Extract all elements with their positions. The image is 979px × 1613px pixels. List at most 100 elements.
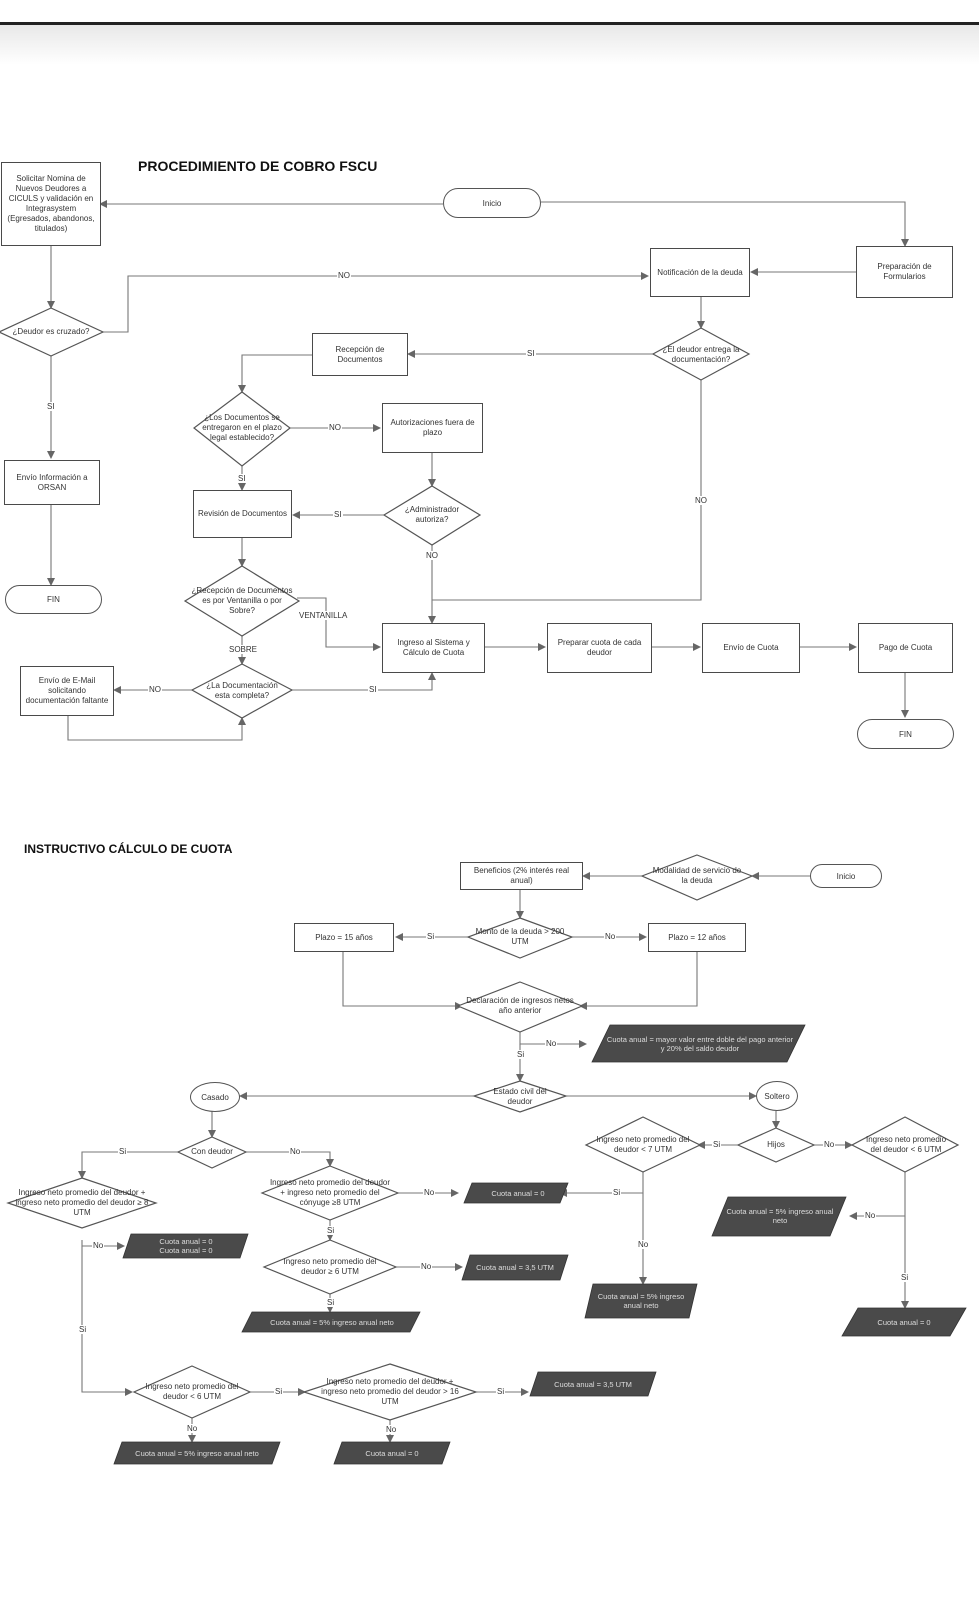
label-si-entrega: SI bbox=[526, 349, 536, 358]
text-cuota00: Cuota anual = 0 Cuota anual = 0 bbox=[159, 1237, 213, 1255]
para-cuota00 bbox=[122, 1233, 249, 1259]
text-menor6-b: Ingreso neto promedio del deudor < 6 UTM bbox=[145, 1382, 239, 1401]
para-cuota-mayor bbox=[591, 1024, 806, 1063]
procedure-title: PROCEDIMIENTO DE COBRO FSCU bbox=[138, 158, 378, 174]
edge2-menor6s-no bbox=[849, 1172, 906, 1220]
node-revision-documentos: Revisión de Documentos bbox=[193, 490, 292, 538]
diamond-con-deudor bbox=[176, 1136, 248, 1169]
text-menor6-s: Ingreso neto promedio del deudor < 6 UTM bbox=[865, 1135, 947, 1154]
edge2-menor7-si bbox=[559, 1172, 644, 1197]
label2-no-menor6c: No bbox=[420, 1262, 433, 1271]
para-cuota0-b bbox=[333, 1441, 451, 1465]
text-cuota5-h: Cuota anual = 5% ingreso anual neto bbox=[597, 1292, 685, 1310]
text-declaracion: Declaración de ingresos netos año anteri… bbox=[466, 996, 574, 1015]
text-doc-completa: ¿La Documentación esta completa? bbox=[206, 681, 278, 700]
text-entrega-doc: ¿El deudor entrega la documentación? bbox=[662, 345, 740, 364]
label-si-cruzado: SI bbox=[46, 402, 56, 411]
node-pago-cuota: Pago de Cuota bbox=[858, 623, 953, 673]
text-cuota5-b: Cuota anual = 5% ingreso anual neto bbox=[135, 1448, 259, 1458]
text-plazo-legal: ¿Los Documentos se entregaron en el plaz… bbox=[202, 413, 282, 442]
label-no-top: NO bbox=[337, 271, 351, 280]
edge2-con-no bbox=[244, 1151, 334, 1167]
para-cuota0-a bbox=[463, 1182, 569, 1204]
para-cuota5-s bbox=[711, 1196, 847, 1237]
edge-entrega-no bbox=[432, 380, 702, 601]
text-cuota35-b: Cuota anual = 3,5 UTM bbox=[554, 1379, 632, 1389]
label2-no-mayor16: No bbox=[385, 1425, 398, 1434]
diamond-menor6-s bbox=[850, 1116, 960, 1173]
diamond-estado-civil bbox=[472, 1080, 568, 1113]
node-inicio: Inicio bbox=[443, 188, 541, 218]
text-conjunto8: Ingreso neto promedio del deudor + ingre… bbox=[15, 1188, 149, 1217]
diamond-conyuge8 bbox=[260, 1165, 400, 1221]
label2-no-monto: No bbox=[604, 932, 617, 941]
text-cuota35-a: Cuota anual = 3,5 UTM bbox=[476, 1263, 554, 1272]
text-cuota0-s: Cuota anual = 0 bbox=[877, 1317, 931, 1327]
text-menor7: Ingreso neto promedio del deudor < 7 UTM bbox=[596, 1135, 690, 1154]
text-modalidad: Modalidad de servicio de la deuda bbox=[652, 866, 742, 885]
node-beneficios: Beneficios (2% interés real anual) bbox=[460, 862, 583, 890]
node-plazo-12: Plazo = 12 años bbox=[648, 923, 746, 952]
diamond-monto bbox=[466, 917, 574, 959]
label2-si-menor6b: Si bbox=[274, 1387, 284, 1396]
edge-cruzado-notificacion bbox=[103, 272, 649, 333]
diamond-hijos bbox=[736, 1127, 816, 1163]
node-notificacion: Notificación de la deuda bbox=[650, 248, 750, 297]
diamond-menor6-b bbox=[132, 1365, 252, 1419]
diamond-mayor16 bbox=[302, 1363, 478, 1421]
node-plazo-15: Plazo = 15 años bbox=[294, 923, 394, 952]
diamond-doc-completa bbox=[190, 663, 294, 719]
label-sobre: SOBRE bbox=[228, 645, 259, 654]
label-no-admin: NO bbox=[425, 551, 439, 560]
node-preparacion-formularios: Preparación de Formularios bbox=[856, 246, 953, 298]
edge-inicio-preparacion bbox=[541, 201, 909, 247]
text-monto: Monto de la deuda > 200 UTM bbox=[475, 927, 565, 946]
node-envio-email: Envío de E-Mail solicitando documentació… bbox=[20, 666, 114, 716]
edge-ventanilla-ingreso bbox=[297, 597, 381, 651]
label-no-plazo: NO bbox=[328, 423, 342, 432]
para-cuota5-c bbox=[241, 1311, 421, 1333]
label-si-completa: SI bbox=[368, 685, 378, 694]
node-solicitar-nomina: Solicitar Nomina de Nuevos Deudores a CI… bbox=[1, 162, 101, 246]
diamond-entrega-doc bbox=[651, 327, 751, 381]
label2-no-con: No bbox=[289, 1147, 302, 1156]
label-si-admin: SI bbox=[333, 510, 343, 519]
node-autorizaciones: Autorizaciones fuera de plazo bbox=[382, 403, 483, 453]
label2-no-menor7: No bbox=[637, 1240, 650, 1249]
node-ingreso-sistema: Ingreso al Sistema y Cálculo de Cuota bbox=[382, 623, 485, 673]
edge-completa-ingreso bbox=[290, 672, 436, 691]
text-cuota-mayor: Cuota anual = mayor valor entre doble de… bbox=[606, 1034, 794, 1053]
text-cuota0-a: Cuota anual = 0 bbox=[491, 1188, 545, 1198]
label-no-entrega: NO bbox=[694, 496, 708, 505]
diamond-admin-autoriza bbox=[382, 485, 482, 546]
label2-no-menor6b: No bbox=[186, 1424, 199, 1433]
diamond-ventanilla bbox=[183, 565, 301, 637]
node-soltero: Soltero bbox=[756, 1081, 798, 1111]
diamond-declaracion bbox=[456, 981, 584, 1033]
edge-email-completa bbox=[67, 716, 246, 741]
node-fin-2: FIN bbox=[857, 719, 954, 749]
label2-no-hijos: No bbox=[823, 1140, 836, 1149]
diamond-menor6-c bbox=[262, 1239, 398, 1295]
label2-si-conyuge: Si bbox=[326, 1226, 336, 1235]
text-conyuge8: Ingreso neto promedio del deudor + ingre… bbox=[269, 1178, 391, 1207]
label2-si-menor6c: Si bbox=[326, 1298, 336, 1307]
text-cuota5-s: Cuota anual = 5% ingreso anual neto bbox=[726, 1207, 834, 1225]
label2-si-mayor16: Si bbox=[496, 1387, 506, 1396]
text-admin-autoriza: ¿Administrador autoriza? bbox=[404, 505, 460, 524]
text-deudor-cruzado: ¿Deudor es cruzado? bbox=[12, 327, 90, 336]
label2-no-conyuge: No bbox=[423, 1188, 436, 1197]
edge-recepcion-plazo bbox=[238, 354, 312, 393]
text-estado-civil: Estado civil del deudor bbox=[493, 1087, 547, 1106]
label2-si-monto: Si bbox=[426, 932, 436, 941]
diamond-plazo-legal bbox=[193, 391, 291, 467]
label2-si-hijos: Si bbox=[712, 1140, 722, 1149]
edge2-con-si bbox=[78, 1151, 180, 1179]
diamond-menor7 bbox=[584, 1116, 702, 1173]
edge2-plazo12-decl bbox=[579, 952, 698, 1010]
node-casado: Casado bbox=[190, 1082, 240, 1112]
label-ventanilla: VENTANILLA bbox=[298, 611, 349, 620]
label2-no-conjunto: No bbox=[92, 1241, 105, 1250]
text-hijos: Hijos bbox=[767, 1140, 785, 1149]
